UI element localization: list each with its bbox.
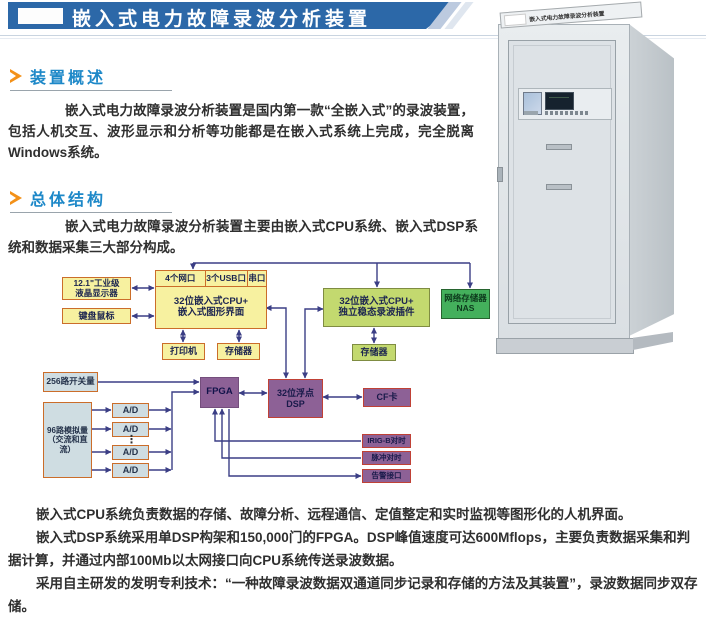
section-header-structure: 总体结构 — [10, 186, 106, 210]
cabinet-handle — [546, 184, 572, 190]
dsp-box: 32位浮点 DSP — [268, 379, 323, 418]
section-header-overview: 装置概述 — [10, 64, 106, 88]
cpu-main-line1: 32位嵌入式CPU+ — [173, 295, 249, 307]
section-underline — [10, 212, 172, 213]
steady-state-cpu-box: 32位嵌入式CPU+ 独立稳态录波插件 — [323, 288, 430, 327]
steady-line2: 独立稳态录波插件 — [338, 306, 415, 318]
ad-ellipsis: ⋮ — [126, 434, 137, 446]
header-divider — [0, 35, 706, 36]
cabinet-dark-display — [545, 92, 574, 110]
section-title: 装置概述 — [30, 70, 107, 87]
header-bar — [8, 2, 460, 29]
cabinet-button-row — [545, 111, 589, 115]
steady-line1: 32位嵌入式CPU+ — [339, 295, 414, 307]
ad-converter-box: A/D — [112, 463, 149, 478]
arrow-bullet-icon — [10, 68, 23, 84]
cpu-storage-box: 存储器 — [217, 343, 260, 360]
footer-text-block: 嵌入式CPU系统负责数据的存储、故障分析、远程通信、定值整定和实时监视等图形化的… — [8, 503, 702, 618]
port-lan: 4个网口 — [156, 271, 206, 286]
steady-storage-box: 存储器 — [352, 344, 396, 361]
cabinet-indicator — [524, 111, 538, 115]
cabinet-hinge — [497, 167, 503, 182]
dsp-line2: DSP — [286, 398, 305, 409]
cabinet-door — [508, 40, 616, 324]
cpu-main-label: 32位嵌入式CPU+ 嵌入式图形界面 — [174, 287, 248, 328]
cabinet-door-frame — [513, 45, 611, 319]
analog-line1: 96路模拟量 — [47, 426, 88, 436]
nas-line1: 网络存储器 — [444, 293, 487, 304]
cabinet-base — [496, 338, 634, 354]
analog-input-box: 96路模拟量 （交流和直流） — [43, 402, 92, 478]
irig-b-box: IRIG-B对时 — [362, 434, 411, 448]
printer-box: 打印机 — [162, 343, 205, 360]
footer-paragraph-patent: 采用自主研发的发明专利技术：“一种故障录波数据双通道同步记录和存储的方法及其装置… — [8, 576, 698, 614]
cpu-main-line2: 嵌入式图形界面 — [177, 306, 245, 318]
fpga-box: FPGA — [200, 377, 239, 408]
alarm-interface-box: 告警接口 — [362, 469, 411, 483]
cabinet-handle — [546, 144, 572, 150]
analog-line2: （交流和直流） — [47, 435, 88, 454]
section-title: 总体结构 — [30, 192, 107, 209]
section-underline — [10, 90, 172, 91]
overview-paragraph: 嵌入式电力故障录波分析装置是国内第一款“全嵌入式”的录波装置，包括人机交互、波形… — [8, 103, 474, 160]
footer-paragraph-cpu: 嵌入式CPU系统负责数据的存储、故障分析、远程通信、定值整定和实时监视等图形化的… — [36, 507, 632, 522]
logo-placeholder — [18, 8, 63, 24]
pulse-sync-box: 脉冲对时 — [362, 451, 411, 465]
page-title: 嵌入式电力故障录波分析装置 — [72, 9, 372, 30]
arrow-bullet-icon — [10, 190, 23, 206]
cabinet-nameplate-text: 嵌入式电力故障录波分析装置 — [528, 10, 605, 23]
footer-paragraph-dsp: 嵌入式DSP系统采用单DSP构架和150,000门的FPGA。DSP峰值速度可达… — [8, 530, 691, 568]
port-serial: 串口 — [248, 272, 266, 283]
lcd-line1: 12.1"工业级 — [73, 277, 120, 288]
switch-input-box: 256路开关量 — [43, 372, 98, 392]
cpu-main-box: 4个网口 3个USB口 串口 32位嵌入式CPU+ 嵌入式图形界面 — [155, 270, 267, 329]
lcd-line2: 液晶显示器 — [75, 287, 118, 298]
cabinet-base-side — [633, 332, 673, 350]
ad-converter-box: A/D — [112, 445, 149, 460]
nas-line2: NAS — [456, 303, 475, 313]
cabinet-nameplate-logo — [503, 13, 527, 26]
dsp-line1: 32位浮点 — [276, 388, 314, 399]
structure-intro-paragraph: 嵌入式电力故障录波分析装置主要由嵌入式CPU系统、嵌入式DSP系统和数据采集三大… — [8, 219, 478, 255]
keyboard-mouse-box: 键盘鼠标 — [62, 308, 131, 324]
ad-converter-box: A/D — [112, 422, 149, 437]
cf-card-box: CF卡 — [363, 388, 411, 407]
nas-box: 网络存储器 NAS — [441, 289, 490, 319]
port-usb: 3个USB口 — [206, 271, 248, 286]
cabinet-side-panel — [629, 24, 674, 336]
cpu-ports-row: 4个网口 3个USB口 串口 — [156, 271, 266, 287]
lcd-display-box: 12.1"工业级 液晶显示器 — [62, 277, 131, 300]
header-divider-2 — [0, 38, 706, 39]
ad-converter-box: A/D — [112, 403, 149, 418]
cabinet-photo: 嵌入式电力故障录波分析装置 — [488, 1, 706, 360]
